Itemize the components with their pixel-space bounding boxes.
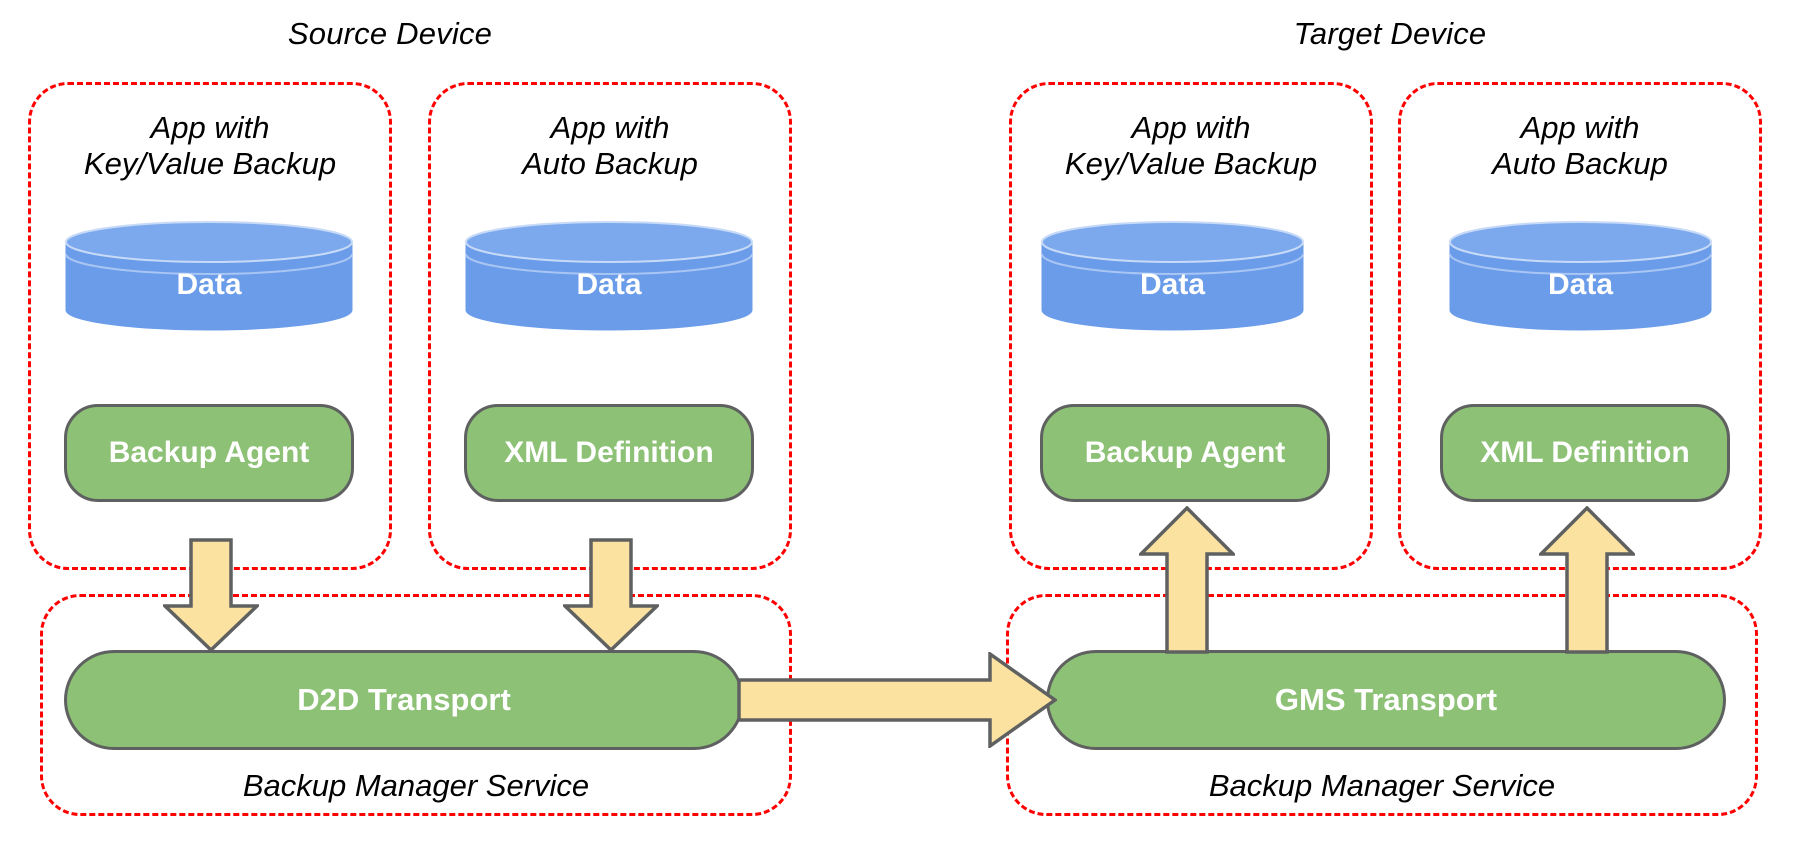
transport-gms[interactable]: GMS Transport <box>1046 650 1726 750</box>
app-label-source-keyvalue: App with Key/Value Backup <box>83 110 337 181</box>
arrow-up-icon <box>1139 506 1235 654</box>
arrow-source-auto-down <box>563 538 659 652</box>
service-label-source: Backup Manager Service <box>242 768 590 803</box>
component-target-keyvalue[interactable]: Backup Agent <box>1040 404 1330 502</box>
data-store-target-keyvalue: Data <box>1040 220 1305 332</box>
arrow-down-icon <box>163 538 259 652</box>
data-store-target-auto: Data <box>1448 220 1713 332</box>
cylinder-icon <box>1449 221 1712 331</box>
device-title-source: Source Device <box>287 16 493 51</box>
cylinder-icon <box>65 221 353 331</box>
arrow-up-icon <box>1539 506 1635 654</box>
component-source-keyvalue[interactable]: Backup Agent <box>64 404 354 502</box>
arrow-down-icon <box>563 538 659 652</box>
app-label-target-keyvalue: App with Key/Value Backup <box>1064 110 1318 181</box>
arrow-d2d-to-gms <box>737 652 1057 748</box>
device-title-target: Target Device <box>1293 16 1487 51</box>
data-store-source-keyvalue: Data <box>64 220 354 332</box>
app-label-source-auto: App with Auto Backup <box>522 110 698 181</box>
arrow-source-keyvalue-down <box>163 538 259 652</box>
arrow-target-keyvalue-up <box>1139 506 1235 654</box>
service-label-target: Backup Manager Service <box>1208 768 1556 803</box>
transport-d2d[interactable]: D2D Transport <box>64 650 744 750</box>
data-store-source-auto: Data <box>464 220 754 332</box>
cylinder-icon <box>465 221 753 331</box>
arrow-target-auto-up <box>1539 506 1635 654</box>
arrow-right-icon <box>737 652 1057 748</box>
cylinder-icon <box>1041 221 1304 331</box>
component-source-auto[interactable]: XML Definition <box>464 404 754 502</box>
component-target-auto[interactable]: XML Definition <box>1440 404 1730 502</box>
app-label-target-auto: App with Auto Backup <box>1492 110 1668 181</box>
